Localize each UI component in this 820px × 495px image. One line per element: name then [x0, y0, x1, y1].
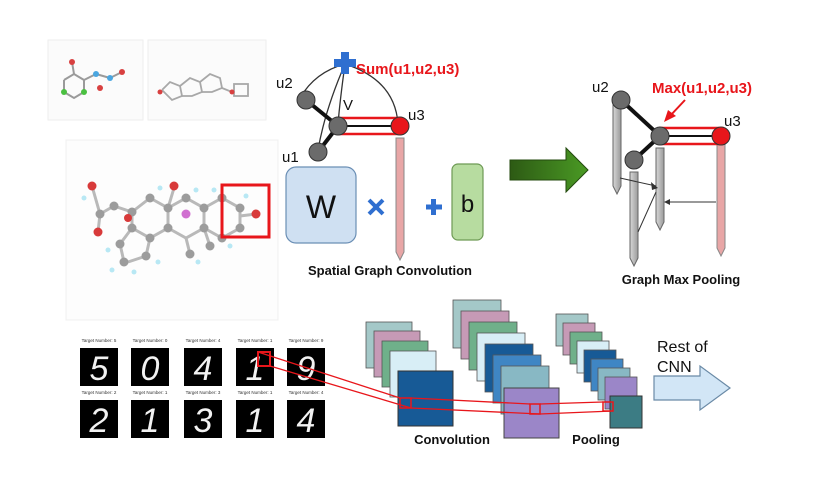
multiply-icon [367, 198, 385, 216]
mnist-digit: 4 [297, 402, 316, 440]
mnist-digit: 5 [90, 350, 109, 388]
molecule-thumbnail-1 [47, 39, 144, 121]
mnist-caption: Target Number: 4 [186, 338, 221, 343]
rest-of-cnn-line2: CNN [657, 359, 692, 376]
pooling-label: Pooling [572, 432, 620, 447]
mnist-digit: 2 [89, 402, 109, 440]
convolution-stack [257, 299, 643, 439]
convolution-label: Convolution [414, 432, 490, 447]
graph-max-pooling: Max(u1,u2,u3) u2 u3 Graph Max Pooling [592, 79, 752, 287]
rest-of-cnn-arrow [653, 364, 732, 412]
mnist-caption: Target Number: 9 [289, 338, 324, 343]
bias-label: b [461, 191, 474, 218]
pool-node-v [650, 126, 670, 146]
mnist-image [131, 400, 169, 438]
add-icon [426, 199, 442, 215]
feature-bar [395, 137, 405, 262]
mnist-digit: 9 [297, 350, 316, 388]
sum-plus-icon [334, 52, 356, 74]
node-u1 [308, 142, 328, 162]
mnist-caption: Target Number: 4 [289, 390, 324, 395]
mnist-digit: 1 [246, 350, 265, 388]
mnist-caption: Target Number: 1 [238, 390, 273, 395]
graph-max-pooling-title: Graph Max Pooling [622, 272, 741, 287]
spatial-graph-convolution-title: Spatial Graph Convolution [308, 263, 472, 278]
node-u2 [296, 90, 316, 110]
green-arrow [509, 146, 589, 194]
mnist-image [184, 400, 222, 438]
pool-label-u2: u2 [592, 79, 609, 96]
mnist-image [236, 400, 274, 438]
label-u3: u3 [408, 107, 425, 124]
label-v: V [343, 97, 353, 114]
molecule-thumbnail-2 [147, 39, 267, 121]
pool-node-u1 [624, 150, 644, 170]
mnist-digit: 4 [194, 350, 213, 388]
label-u2: u2 [276, 75, 293, 92]
mnist-highlight-box [257, 351, 271, 367]
pool-label-u3: u3 [724, 113, 741, 130]
node-v [328, 116, 348, 136]
mnist-digit: 1 [246, 402, 265, 440]
main-molecule [65, 139, 279, 321]
label-u1: u1 [282, 149, 299, 166]
mnist-digit: 1 [141, 402, 160, 440]
mnist-caption: Target Number: 3 [186, 390, 221, 395]
pool-node-u3 [711, 126, 731, 146]
mnist-caption: Target Number: 0 [133, 338, 168, 343]
pool-node-u2 [611, 90, 631, 110]
mnist-digit: 3 [194, 402, 213, 440]
mnist-caption: Target Number: 1 [238, 338, 273, 343]
mnist-image [184, 348, 222, 386]
spatial-graph-convolution: Sum(u1,u2,u3) u2 V u3 u1 W [276, 52, 484, 278]
weight-box [285, 166, 357, 244]
sum-label: Sum(u1,u2,u3) [356, 61, 459, 78]
mnist-caption: Target Number: 2 [82, 390, 117, 395]
mnist-image [287, 400, 325, 438]
mnist-caption: Target Number: 1 [133, 390, 168, 395]
rest-of-cnn-line1: Rest of [657, 339, 708, 356]
mnist-digit: 0 [141, 350, 160, 388]
weight-label: W [306, 189, 337, 225]
max-label: Max(u1,u2,u3) [652, 80, 752, 97]
mnist-image [80, 400, 118, 438]
highlight-box [220, 183, 271, 239]
node-u3 [390, 116, 410, 136]
mnist-image [131, 348, 169, 386]
mnist-image [80, 348, 118, 386]
mnist-caption: Target Number: 5 [82, 338, 117, 343]
bias-box [451, 163, 484, 241]
